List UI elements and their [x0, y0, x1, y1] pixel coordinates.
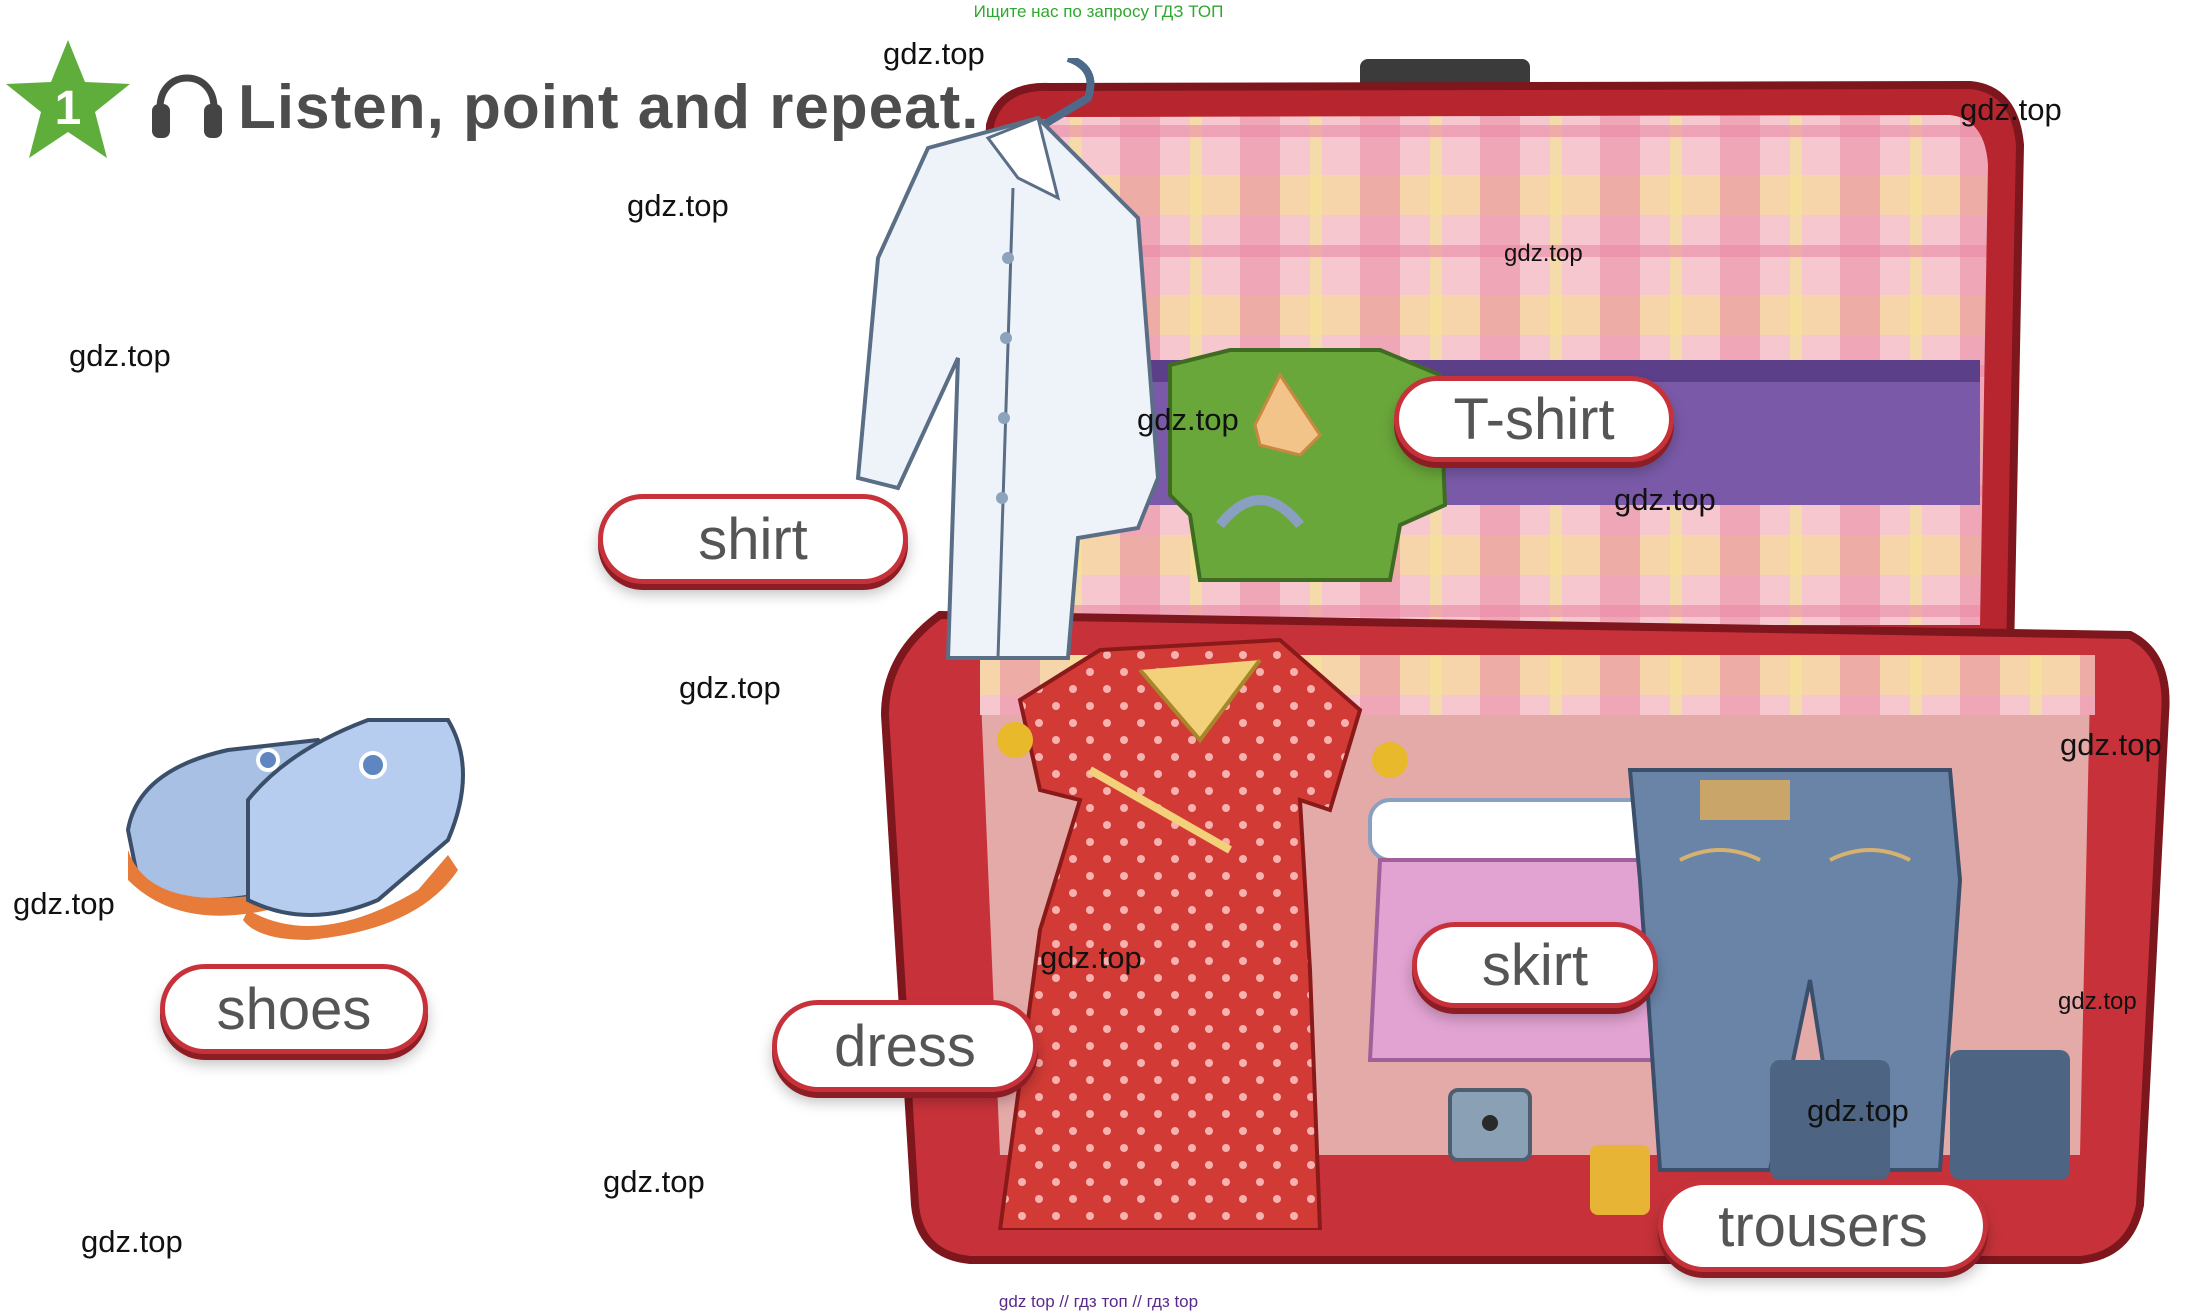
shirt-illustration	[855, 58, 1161, 660]
watermark: gdz.top	[1504, 240, 1583, 267]
label-tshirt: T-shirt	[1394, 376, 1674, 462]
watermark: gdz.top	[603, 1164, 705, 1199]
watermark: gdz.top	[1960, 92, 2062, 127]
watermark: gdz.top	[2058, 988, 2137, 1015]
watermark: gdz.top	[679, 670, 781, 705]
watermark: gdz.top	[2060, 727, 2162, 762]
watermark: gdz.top	[1807, 1093, 1909, 1128]
watermark: gdz.top	[1040, 940, 1142, 975]
tshirt-illustration	[1168, 348, 1448, 582]
watermark: gdz.top	[883, 36, 985, 71]
watermark: gdz.top	[13, 886, 115, 921]
dress-illustration	[997, 637, 1408, 1230]
watermark: gdz.top	[1614, 482, 1716, 517]
bottom-banner: gdz top // гдз топ // гдз top	[998, 1292, 1199, 1311]
watermark: gdz.top	[81, 1224, 183, 1259]
label-trousers: trousers	[1658, 1180, 1988, 1272]
label-shirt: shirt	[598, 494, 908, 584]
label-shoes: shoes	[160, 964, 428, 1054]
shoes-illustration	[125, 718, 465, 940]
label-dress: dress	[772, 1000, 1038, 1092]
trousers-illustration	[1627, 768, 2070, 1180]
exercise-title: Listen, point and repeat.	[238, 73, 980, 142]
watermark: gdz.top	[627, 188, 729, 223]
headphones-icon	[152, 74, 222, 138]
star-icon: 1	[6, 40, 130, 158]
top-banner: Ищите нас по запросу ГДЗ ТОП	[973, 2, 1224, 21]
watermark: gdz.top	[69, 338, 171, 373]
watermark: gdz.top	[1137, 402, 1239, 437]
label-skirt: skirt	[1412, 922, 1658, 1008]
exercise-number: 1	[55, 82, 82, 135]
